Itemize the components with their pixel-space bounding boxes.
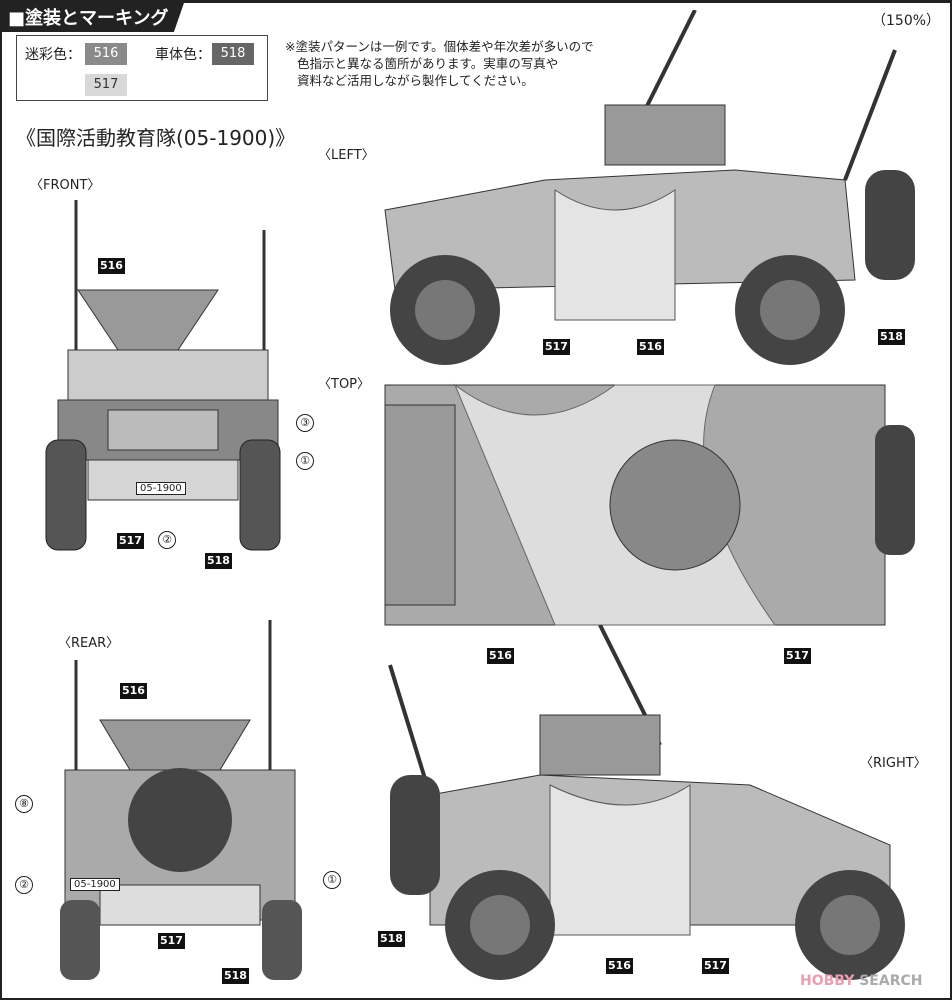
chip-516: 516 [85, 43, 127, 65]
tag-516: 516 [98, 258, 125, 274]
callout-1: ① [296, 452, 314, 470]
painting-note: ※塗装パターンは一例です。個体差や年次差が多いので 色指示と異なる箇所があります… [285, 38, 615, 89]
tag-516: 516 [120, 683, 147, 699]
rear-view-drawing [60, 620, 302, 980]
tag-516: 516 [637, 339, 664, 355]
chip-517: 517 [85, 74, 127, 96]
tag-516: 516 [606, 958, 633, 974]
front-view-label: 〈FRONT〉 [30, 178, 101, 193]
watermark-rest: SEARCH [859, 973, 923, 989]
tag-517: 517 [784, 648, 811, 664]
license-plate: 05-1900 [70, 878, 120, 891]
tag-518: 518 [878, 329, 905, 345]
callout-2: ② [15, 876, 33, 894]
watermark: HOBBY SEARCH [800, 973, 922, 989]
callout-1: ① [323, 871, 341, 889]
tag-518: 518 [205, 553, 232, 569]
marking-title: 《国際活動教育隊(05-1900)》 [16, 126, 296, 150]
tag-516: 516 [487, 648, 514, 664]
scale-label: （150%） [872, 13, 941, 29]
note-line: 色指示と異なる箇所があります。実車の写真や [297, 56, 559, 71]
chip-518: 518 [212, 43, 254, 65]
tag-517: 517 [543, 339, 570, 355]
body-color-label: 車体色： [155, 47, 211, 63]
tag-517: 517 [158, 933, 185, 949]
top-rule [0, 0, 952, 3]
top-view-label: 〈TOP〉 [318, 377, 371, 392]
front-view-drawing [45, 200, 281, 551]
callout-2: ② [158, 531, 176, 549]
tag-518: 518 [222, 968, 249, 984]
right-view-drawing [388, 625, 905, 980]
note-line: 資料など活用しながら製作してください。 [297, 73, 534, 88]
license-plate: 05-1900 [136, 482, 186, 495]
left-view-drawing [384, 10, 915, 365]
top-view-drawing [384, 383, 915, 626]
section-header: ■塗装とマーキング例 [0, 0, 185, 32]
callout-3: ③ [296, 414, 314, 432]
rear-view-label: 〈REAR〉 [58, 636, 120, 651]
tag-517: 517 [702, 958, 729, 974]
right-view-label: 〈RIGHT〉 [860, 756, 927, 771]
tag-517: 517 [117, 533, 144, 549]
tag-518: 518 [378, 931, 405, 947]
watermark-brand: HOBBY [800, 973, 855, 989]
camo-color-label: 迷彩色： [25, 47, 81, 63]
left-view-label: 〈LEFT〉 [318, 148, 375, 163]
callout-8: ⑧ [15, 795, 33, 813]
color-legend: 迷彩色： 516 車体色： 518 517 [16, 35, 268, 101]
note-line: ※塗装パターンは一例です。個体差や年次差が多いので [285, 39, 594, 54]
